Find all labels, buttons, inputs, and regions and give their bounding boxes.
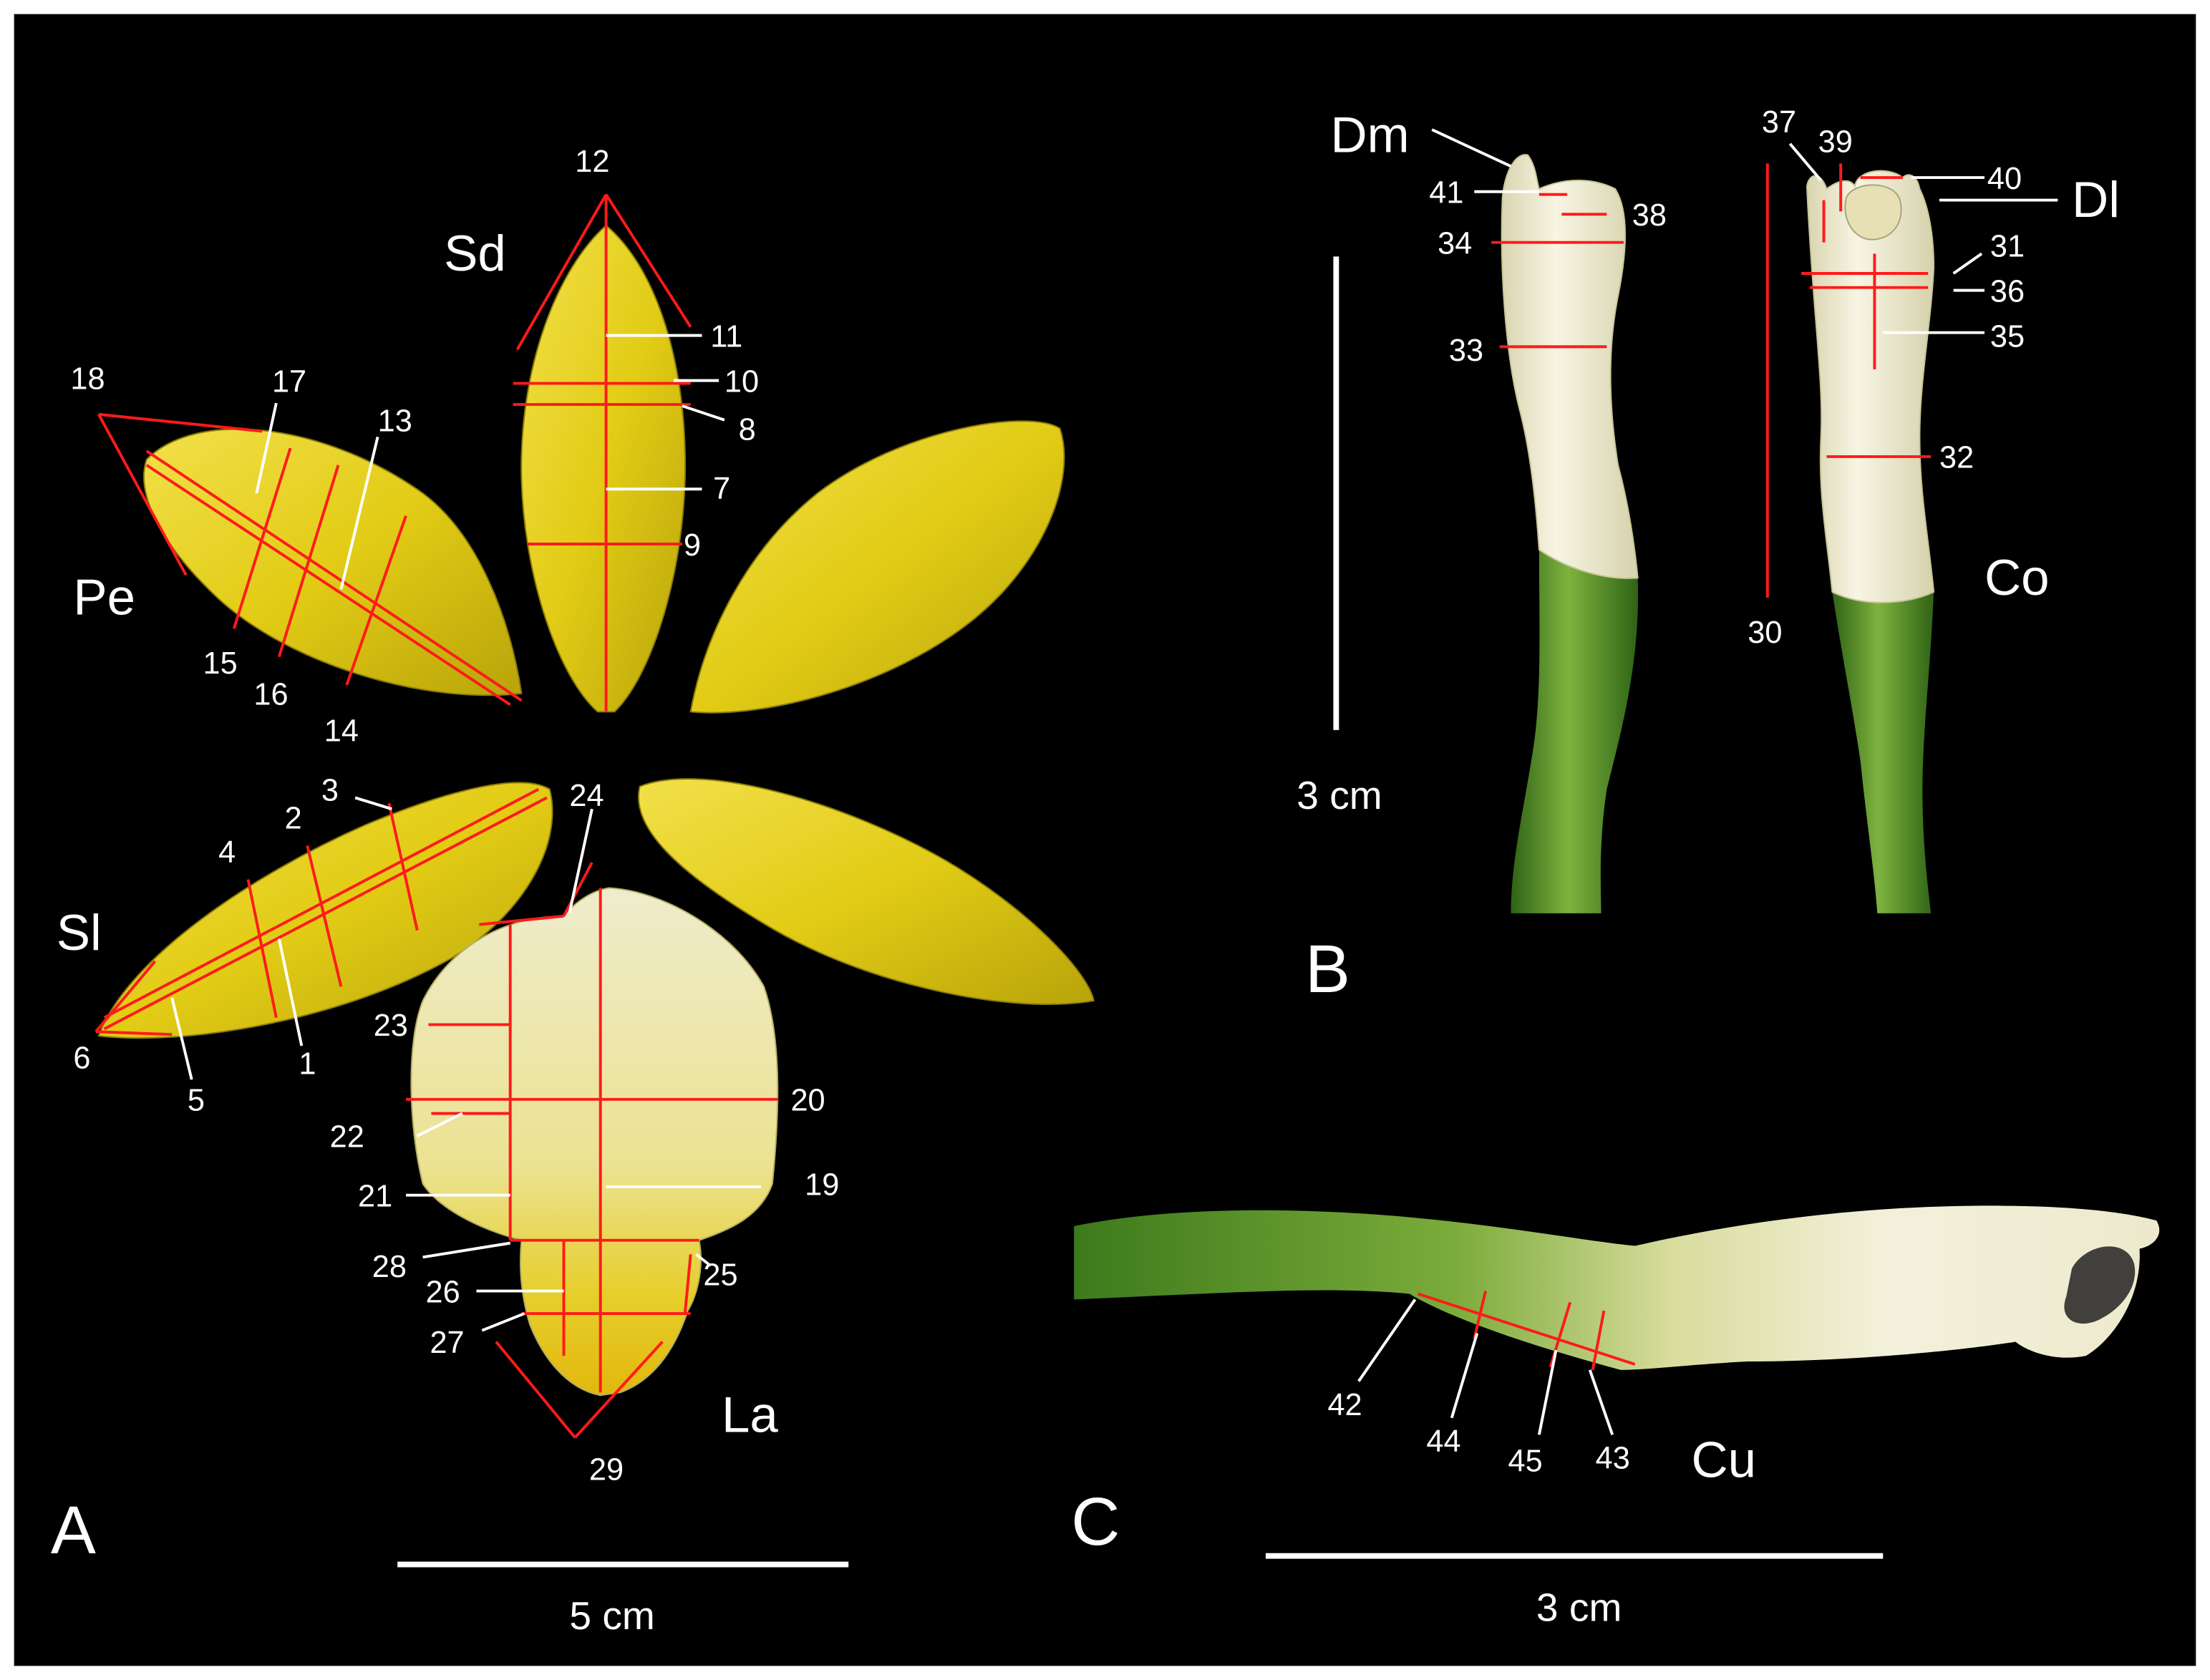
scale-bar-a-label: 5 cm xyxy=(569,1593,654,1638)
left-lateral-sepal xyxy=(97,782,553,1039)
measurement-45: 45 xyxy=(1508,1444,1543,1479)
measurement-9: 9 xyxy=(684,528,701,563)
measurement-7: 7 xyxy=(713,472,730,506)
leader-lines-a xyxy=(170,334,762,1332)
label-lateral-sepal: Sl xyxy=(57,905,102,961)
measurement-14: 14 xyxy=(324,714,359,749)
measurement-17: 17 xyxy=(272,364,306,399)
measurement-33: 33 xyxy=(1449,334,1483,368)
measurement-42: 42 xyxy=(1328,1388,1362,1422)
measurement-16: 16 xyxy=(253,677,288,712)
organ-labels-a: Sd Pe Sl La xyxy=(57,225,779,1443)
measurement-6: 6 xyxy=(73,1041,90,1075)
organ-labels-b: Dm Dl Co xyxy=(1330,107,2119,606)
measurement-numbers-c: 42 43 44 45 xyxy=(1328,1388,1630,1479)
measurement-28: 28 xyxy=(372,1250,407,1284)
measurement-41: 41 xyxy=(1429,176,1463,210)
measurement-13: 13 xyxy=(378,404,412,438)
measurement-36: 36 xyxy=(1990,274,2025,309)
label-dorsal-sepal: Sd xyxy=(444,225,506,282)
measurement-26: 26 xyxy=(426,1275,460,1309)
labellum xyxy=(410,887,779,1397)
measurement-5: 5 xyxy=(188,1084,205,1118)
label-cuniculus: Cu xyxy=(1692,1432,1757,1488)
measurement-24: 24 xyxy=(569,779,604,813)
label-petal: Pe xyxy=(73,569,135,626)
right-petal xyxy=(689,420,1065,714)
column-and-ovary-side-view xyxy=(1074,1205,2160,1370)
measurement-30: 30 xyxy=(1748,616,1782,650)
measurement-10: 10 xyxy=(724,364,759,399)
measurement-18: 18 xyxy=(70,361,105,396)
column-hood xyxy=(2064,1246,2136,1324)
panel-label-b: B xyxy=(1305,931,1350,1007)
panel-c: Cu 42 43 44 45 3 cm C xyxy=(1071,1205,2160,1629)
anther-cap xyxy=(1844,184,1902,241)
measurement-21: 21 xyxy=(358,1179,392,1213)
measurement-43: 43 xyxy=(1596,1442,1630,1476)
column-front-view-stem xyxy=(1832,591,1934,913)
measurement-32: 32 xyxy=(1939,441,1974,475)
measurement-20: 20 xyxy=(790,1084,825,1118)
leader-lines-b xyxy=(1431,128,2058,334)
measurement-numbers-b: 30 31 32 33 34 35 36 37 38 39 40 41 xyxy=(1429,105,2025,650)
left-petal xyxy=(143,428,523,696)
label-dorsal-margin: Dm xyxy=(1330,107,1409,164)
measurement-23: 23 xyxy=(374,1009,408,1043)
panel-label-a: A xyxy=(51,1492,96,1568)
measurement-44: 44 xyxy=(1426,1424,1460,1459)
measurement-22: 22 xyxy=(330,1120,364,1155)
column-side-view-stem xyxy=(1511,549,1639,913)
column-front-view xyxy=(1806,170,1935,603)
measurement-37: 37 xyxy=(1762,105,1796,140)
measurement-numbers-a: 1 2 3 4 5 6 7 8 9 10 11 12 13 14 15 16 1… xyxy=(70,145,839,1487)
measurement-25: 25 xyxy=(703,1258,737,1293)
measurement-29: 29 xyxy=(589,1452,624,1487)
leader-lines-c xyxy=(1357,1298,1614,1436)
measurement-8: 8 xyxy=(739,412,756,447)
scale-bar-c-label: 3 cm xyxy=(1536,1585,1622,1629)
measurement-lines-a xyxy=(94,193,778,1439)
measurement-2: 2 xyxy=(285,802,302,836)
label-labellum: La xyxy=(722,1387,778,1443)
panel-label-c: C xyxy=(1071,1484,1120,1560)
measurement-40: 40 xyxy=(1987,162,2022,196)
column-side-view xyxy=(1501,154,1639,579)
label-dorsal-lobe: Dl xyxy=(2072,172,2120,228)
measurement-11: 11 xyxy=(710,319,742,354)
measurement-27: 27 xyxy=(430,1326,464,1360)
measurement-38: 38 xyxy=(1632,198,1667,233)
measurement-15: 15 xyxy=(203,646,237,681)
measurement-12: 12 xyxy=(575,145,609,179)
right-lateral-sepal xyxy=(638,778,1095,1005)
measurement-34: 34 xyxy=(1438,226,1472,261)
measurement-4: 4 xyxy=(218,835,236,870)
measurement-lines-b xyxy=(1491,163,1932,598)
measurement-19: 19 xyxy=(805,1168,839,1203)
panel-a: Sd Pe Sl La 1 2 3 4 5 6 7 8 9 10 11 12 1… xyxy=(51,145,1095,1638)
measurement-39: 39 xyxy=(1818,125,1853,160)
scale-bar-b-label: 3 cm xyxy=(1297,773,1382,817)
panel-b: Dm Dl Co 30 31 32 33 34 35 36 37 38 39 4… xyxy=(1297,105,2120,1007)
measurement-1: 1 xyxy=(299,1047,316,1081)
measurement-3: 3 xyxy=(321,773,339,807)
measurement-31: 31 xyxy=(1990,229,2025,263)
measurement-35: 35 xyxy=(1990,319,2025,354)
label-column: Co xyxy=(1984,550,2050,606)
